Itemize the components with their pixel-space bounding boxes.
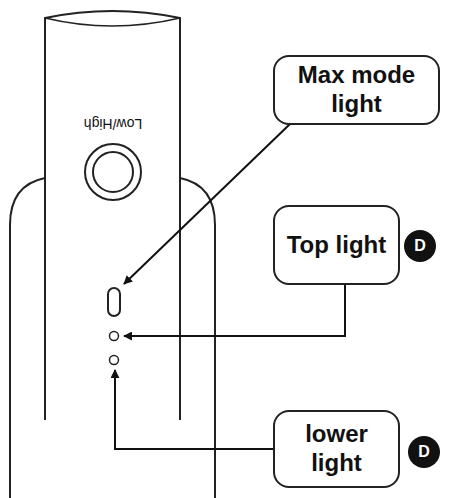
callout-box: Max mode light bbox=[273, 55, 440, 125]
button-label: Low/High bbox=[84, 116, 142, 132]
button-ring bbox=[85, 144, 141, 200]
callout-badge: D bbox=[404, 230, 436, 262]
lower-indicator bbox=[110, 356, 119, 365]
leader-line bbox=[115, 370, 273, 449]
top-indicator bbox=[110, 332, 119, 341]
callout-box: lower light bbox=[273, 410, 400, 488]
callout-box: Top light bbox=[273, 205, 400, 285]
callout-badge: D bbox=[408, 436, 440, 468]
callout-letter: D bbox=[414, 237, 426, 255]
leader-line bbox=[124, 284, 345, 336]
body-outline bbox=[45, 11, 180, 420]
button bbox=[93, 152, 133, 192]
callout-label: lower light bbox=[285, 420, 388, 478]
max-mode-indicator bbox=[108, 288, 120, 316]
body-top-rim bbox=[45, 18, 180, 26]
callout-label: Top light bbox=[287, 231, 387, 260]
leader-line bbox=[124, 124, 290, 284]
callout-label: Max mode light bbox=[285, 61, 428, 119]
callout-letter: D bbox=[418, 443, 430, 461]
